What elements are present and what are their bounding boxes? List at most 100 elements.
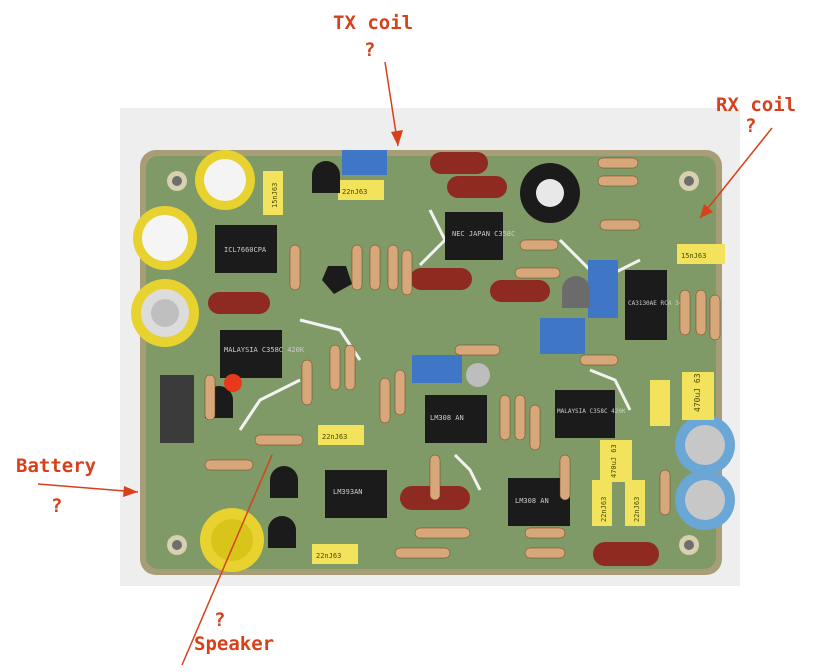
resistor xyxy=(429,454,441,501)
rx-coil-arrow xyxy=(699,127,773,219)
ic-marking: LM308 AN xyxy=(430,414,464,422)
annotation-arrows xyxy=(37,61,773,666)
resistor xyxy=(329,344,341,391)
battery-question-mark: ? xyxy=(51,495,63,517)
ic-chip: LM393AN xyxy=(325,470,387,518)
resistor xyxy=(379,377,391,424)
electrolytic-capacitor xyxy=(200,508,264,572)
box-capacitor: 470uJ 63 xyxy=(600,440,632,482)
speaker-label: Speaker xyxy=(194,633,275,655)
resistor xyxy=(524,547,566,559)
resistor xyxy=(579,354,619,366)
capacitor-marking: 470uJ 63 xyxy=(693,373,702,412)
resistor xyxy=(344,344,356,391)
ic-chip: CA3130AE RCA 340 xyxy=(625,270,686,340)
capacitor-marking: 470uJ 63 xyxy=(610,444,618,478)
ic-marking: MALAYSIA C358C 420K xyxy=(557,408,626,415)
resistor xyxy=(559,454,571,501)
box-capacitor: 22nJ63 xyxy=(318,425,364,445)
ic-marking: CA3130AE RCA 340 xyxy=(628,300,686,307)
speaker-arrow xyxy=(181,454,273,666)
resistor xyxy=(454,344,501,356)
pcb: ICL7660CPA NEC JAPAN C358C MALAYSIA C358… xyxy=(131,150,735,575)
resistor xyxy=(204,459,254,471)
battery-label: Battery xyxy=(16,455,97,477)
ic-marking: ICL7660CPA xyxy=(224,246,267,254)
capacitor-marking: 22nJ63 xyxy=(600,497,608,522)
box-capacitor: 15nJ63 xyxy=(677,244,725,264)
rx-coil-label: RX coil xyxy=(716,94,797,116)
tx-coil-label: TX coil xyxy=(333,12,414,34)
arrowhead xyxy=(391,130,403,146)
resistor xyxy=(695,289,707,336)
rx-coil-question-mark: ? xyxy=(745,115,757,137)
annotation-arrowheads xyxy=(123,130,713,497)
transistor xyxy=(466,363,490,387)
resistor xyxy=(514,394,526,441)
electrolytic-capacitor xyxy=(131,279,199,347)
box-capacitor: 15nJ63 xyxy=(263,171,283,215)
capacitor-marking: 22nJ63 xyxy=(322,433,347,441)
box-capacitor: 470uJ 63 xyxy=(682,372,714,420)
voltage-regulator xyxy=(160,375,194,443)
ic-marking: LM308 AN xyxy=(515,497,549,505)
box-capacitor xyxy=(650,380,670,426)
capacitor-marking: 22nJ63 xyxy=(342,188,367,196)
resistor xyxy=(254,434,304,446)
electrolytic-capacitor xyxy=(195,150,255,210)
resistor xyxy=(709,294,721,341)
resistor xyxy=(351,244,363,291)
ic-chip: ICL7660CPA xyxy=(215,225,277,273)
ic-chip: LM308 AN xyxy=(425,395,487,443)
ic-chip: NEC JAPAN C358C xyxy=(445,212,515,260)
resistor xyxy=(387,244,399,291)
capacitor-marking: 15nJ63 xyxy=(681,252,706,260)
resistor xyxy=(394,369,406,416)
tx-coil-question-mark: ? xyxy=(364,39,376,61)
capacitor-marking: 22nJ63 xyxy=(316,552,341,560)
resistor xyxy=(597,175,639,187)
ic-chip: MALAYSIA C358C 420K xyxy=(220,330,305,378)
arrowhead xyxy=(700,204,713,218)
resistor-group xyxy=(204,157,721,559)
capacitor-marking: 22nJ63 xyxy=(633,497,641,522)
box-capacitor: 22nJ63 xyxy=(592,480,612,526)
ic-chip: MALAYSIA C358C 420K xyxy=(555,390,626,438)
resistor xyxy=(599,219,641,231)
electrolytic-capacitor-blue xyxy=(675,415,735,475)
electrolytic-capacitor xyxy=(133,206,197,270)
ic-marking: MALAYSIA C358C 420K xyxy=(224,346,305,354)
resistor xyxy=(597,157,639,169)
mounting-hole xyxy=(167,535,187,555)
arrowhead xyxy=(123,486,138,497)
capacitor-marking: 15nJ63 xyxy=(271,183,279,208)
box-capacitor: 22nJ63 xyxy=(625,480,645,526)
mounting-hole xyxy=(167,171,187,191)
resistor xyxy=(519,239,559,251)
resistor xyxy=(524,527,566,539)
box-capacitor: 22nJ63 xyxy=(338,180,384,200)
resistor xyxy=(289,244,301,291)
electrolytic-capacitor-blue xyxy=(675,470,735,530)
box-capacitor: 22nJ63 xyxy=(312,544,358,564)
mounting-hole xyxy=(679,171,699,191)
resistor xyxy=(394,547,451,559)
resistor xyxy=(499,394,511,441)
resistor xyxy=(401,249,413,296)
led xyxy=(224,374,242,392)
transistor xyxy=(562,276,590,308)
resistor xyxy=(679,289,691,336)
resistor xyxy=(514,267,561,279)
ic-chip: LM308 AN xyxy=(508,478,570,526)
resistor xyxy=(369,244,381,291)
resistor xyxy=(204,374,216,421)
resistor xyxy=(301,359,313,406)
speaker-question-mark: ? xyxy=(214,609,226,631)
trimmer-potentiometer xyxy=(520,163,580,223)
battery-arrow xyxy=(37,483,139,493)
resistor xyxy=(529,404,541,451)
resistor xyxy=(659,469,671,516)
box-capacitor-blue xyxy=(342,150,618,383)
ic-marking: NEC JAPAN C358C xyxy=(452,230,515,238)
mounting-hole xyxy=(679,535,699,555)
